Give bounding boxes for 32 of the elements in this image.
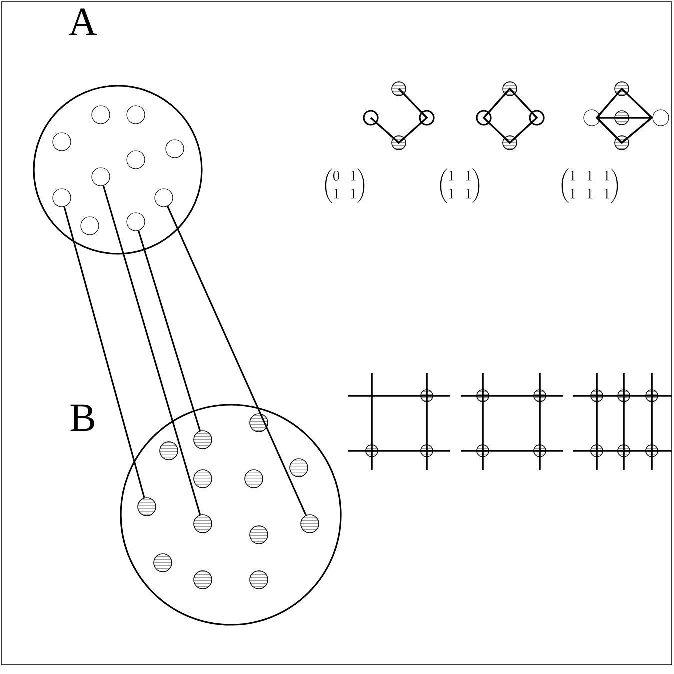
open-circle: [126, 150, 146, 170]
hatched-dot: [194, 430, 212, 450]
hatched-dot: [250, 526, 268, 544]
hatched-dot: [194, 470, 212, 488]
hatched-dot: [194, 514, 212, 534]
set-letter: A: [68, 8, 98, 36]
connecting-line: [167, 206, 307, 516]
open-circle: [80, 216, 100, 236]
open-circle: [52, 132, 72, 152]
set-letter: B: [70, 404, 94, 432]
matrix: $\begin{pmatrix}0 & 1\\ 1 & 1\end{pmatrix}$: [325, 168, 365, 204]
hatched-dot: [138, 498, 156, 516]
matrix: $\begin{pmatrix}1 & 1\\ 1 & 1\end{pmatrix}$: [440, 168, 480, 204]
hatched-dot: [300, 514, 320, 534]
matrix: $\begin{pmatrix}1 & 1 & 1\\ 1 & 1 & 1\end{pmatrix}$: [562, 168, 618, 204]
hatched-dot: [244, 470, 264, 488]
open-circle: [52, 188, 72, 208]
open-circle: [166, 140, 184, 158]
open-circle: [126, 106, 146, 124]
connecting-line: [102, 186, 202, 516]
hatched-dot: [154, 554, 172, 572]
connecting-line: [64, 206, 146, 498]
open-circle: [126, 212, 146, 232]
hatched-dot: [160, 442, 178, 460]
open-circle: [154, 188, 174, 208]
open-circle: [92, 168, 110, 186]
hatched-dot: [250, 414, 268, 432]
open-circle: [92, 106, 110, 124]
connecting-line: [138, 230, 201, 432]
hatched-dot: [194, 570, 212, 590]
hatched-dot: [290, 458, 308, 478]
hatched-dot: [250, 570, 268, 590]
